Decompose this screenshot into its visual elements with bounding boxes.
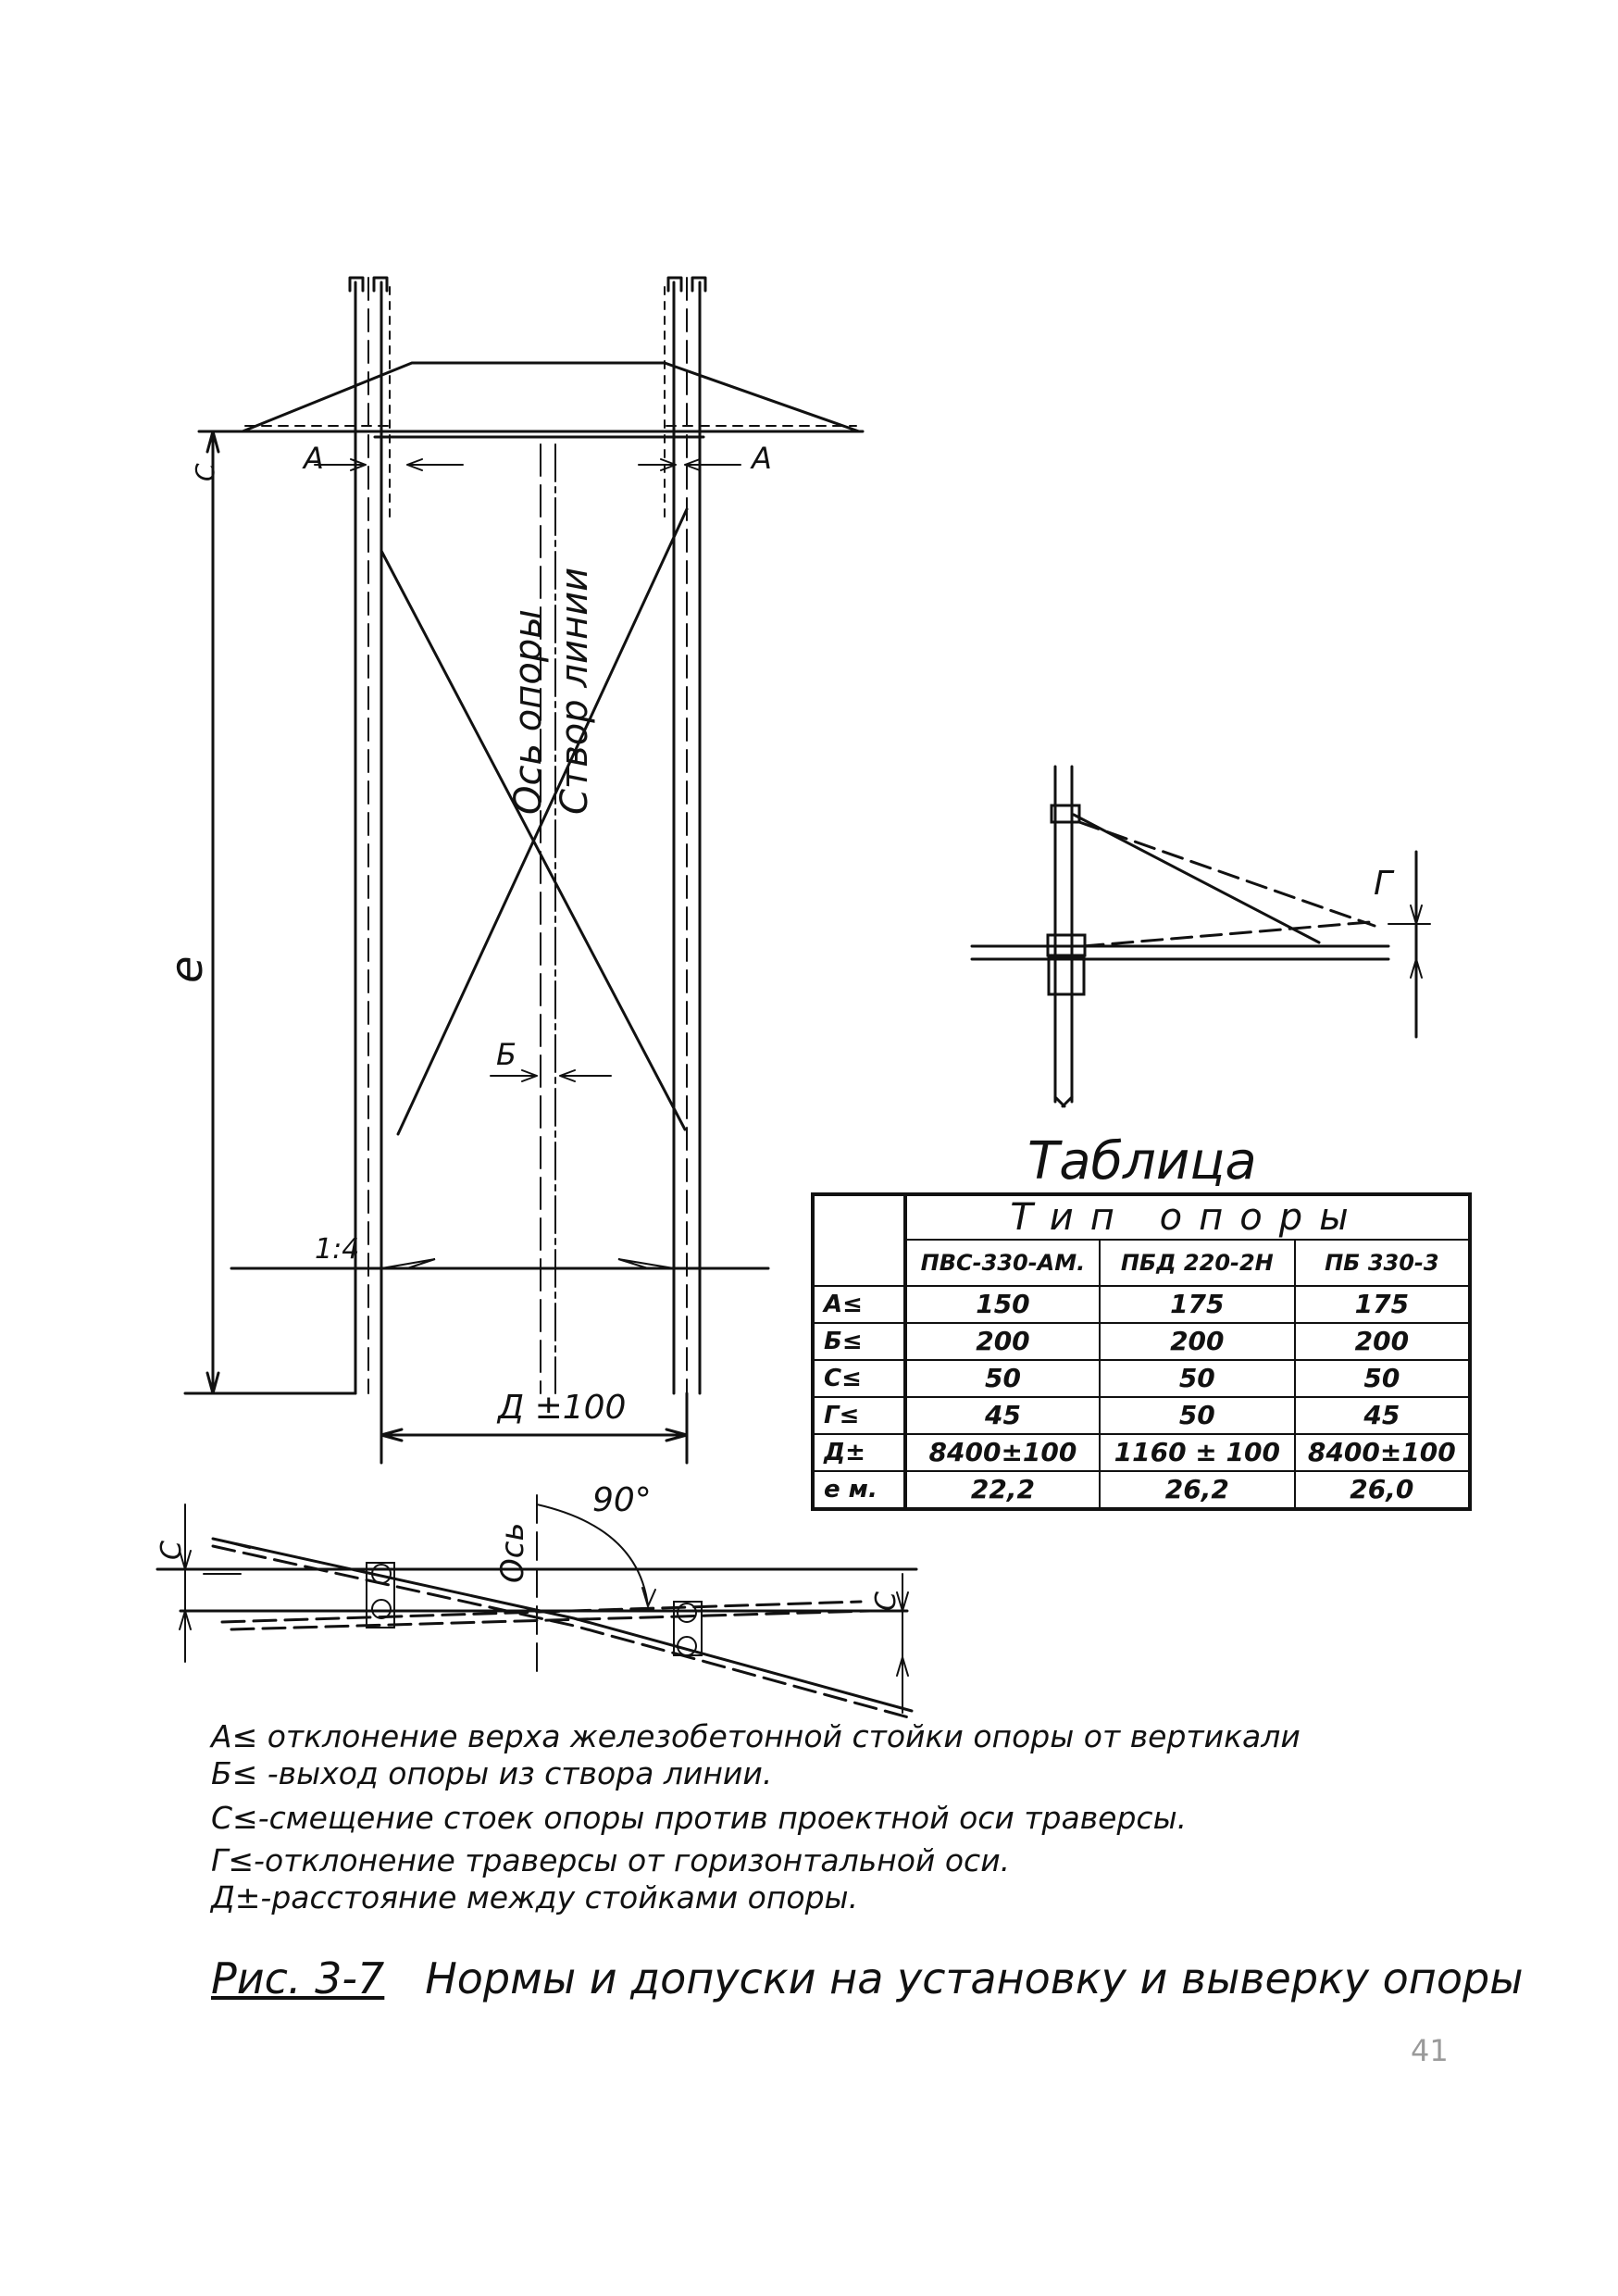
label-support-axis: Ось опоры <box>507 609 550 815</box>
a-left-arrows <box>314 458 464 471</box>
table-cell: 175 <box>1098 1285 1296 1324</box>
row-label: Д± <box>812 1432 907 1472</box>
table-row: С≤ 50 50 50 <box>812 1358 1472 1398</box>
table-cell: 8400±100 <box>1293 1432 1472 1472</box>
figure-title: Нормы и допуски на установку и выверку о… <box>425 1953 1524 2003</box>
table-column-header: ПБ 330-3 <box>1293 1239 1472 1287</box>
height-dimension <box>183 430 357 1395</box>
table-cell: 26,0 <box>1293 1469 1472 1511</box>
crossarm <box>239 361 865 439</box>
row-label: А≤ <box>812 1285 907 1324</box>
table-corner-cell <box>812 1193 907 1287</box>
table-title: Таблица <box>1027 1131 1257 1192</box>
table-cell: 175 <box>1293 1285 1472 1324</box>
figure-number: Рис. 3-7 <box>211 1953 385 2003</box>
table-cell: 45 <box>904 1395 1101 1435</box>
table-row: Б≤ 200 200 200 <box>812 1321 1472 1361</box>
table-cell: 150 <box>904 1285 1101 1324</box>
label-b-offset: Б <box>496 1037 517 1072</box>
table-row: Г≤ 45 50 45 <box>812 1395 1472 1435</box>
table-cell: 200 <box>904 1321 1101 1361</box>
table-cell: 8400±100 <box>904 1432 1101 1472</box>
table-cell: 1160 ± 100 <box>1098 1432 1296 1472</box>
label-angle: 90° <box>592 1481 652 1519</box>
spacing-dimension <box>380 1391 689 1465</box>
table-cell: 45 <box>1293 1395 1472 1435</box>
table-row: Д± 8400±100 1160 ± 100 8400±100 <box>812 1432 1472 1472</box>
table-column-header: ПБД 220-2Н <box>1098 1239 1296 1287</box>
row-label: е м. <box>812 1469 907 1511</box>
row-label: Б≤ <box>812 1321 907 1361</box>
right-pole <box>664 276 707 1395</box>
label-a-right: А <box>752 441 772 476</box>
plan-view <box>156 1494 918 1720</box>
legend-item: Г≤-отклонение траверсы от горизонтальной… <box>211 1842 1011 1878</box>
table-cell: 50 <box>1098 1395 1296 1435</box>
x-bracing <box>380 507 689 1136</box>
label-plan-axis: Ось <box>494 1522 531 1584</box>
label-height: е <box>161 955 213 983</box>
label-a-left: А <box>304 441 324 476</box>
table-row: А≤ 150 175 175 <box>812 1285 1472 1324</box>
norms-table: Тип опоры ПВС-330-АМ. ПБД 220-2Н ПБ 330-… <box>811 1192 1472 1511</box>
table-cell: 26,2 <box>1098 1469 1296 1511</box>
table-group-header: Тип опоры <box>904 1193 1471 1241</box>
label-plan-c-left: С <box>156 1541 188 1560</box>
table-cell: 50 <box>1293 1358 1472 1398</box>
table-cell: 22,2 <box>904 1469 1101 1511</box>
figure-caption: Рис. 3-7 Нормы и допуски на установку и … <box>211 1953 1524 2003</box>
label-g-deflection: Г <box>1374 865 1393 903</box>
table-column-header: ПВС-330-АМ. <box>904 1239 1101 1287</box>
row-label: С≤ <box>812 1358 907 1398</box>
label-line-alignment: Створ линии <box>554 567 596 815</box>
support-elevation <box>183 276 865 1465</box>
row-label: Г≤ <box>812 1395 907 1435</box>
legend-item: А≤ отклонение верха железобетонной стойк… <box>211 1718 1301 1754</box>
legend-item: Б≤ -выход опоры из створа линии. <box>211 1755 773 1791</box>
table-row: е м. 22,2 26,2 26,0 <box>812 1469 1472 1511</box>
a-right-arrows <box>638 458 741 471</box>
table-cell: 50 <box>904 1358 1101 1398</box>
page-number: 41 <box>1411 2033 1449 2068</box>
label-slope: 1:4 <box>315 1233 360 1266</box>
crossarm-deflection-detail <box>970 765 1431 1108</box>
table-cell: 200 <box>1098 1321 1296 1361</box>
table-cell: 50 <box>1098 1358 1296 1398</box>
legend-item: Д±-расстояние между стойками опоры. <box>211 1879 859 1915</box>
table-cell: 200 <box>1293 1321 1472 1361</box>
left-pole <box>348 276 391 1395</box>
legend-item: С≤-смещение стоек опоры против проектной… <box>211 1800 1188 1836</box>
b-arrows <box>490 1069 612 1082</box>
label-spacing: Д ±100 <box>498 1389 627 1427</box>
label-plan-c-right: С <box>870 1591 902 1611</box>
label-c-top: С <box>190 463 220 481</box>
